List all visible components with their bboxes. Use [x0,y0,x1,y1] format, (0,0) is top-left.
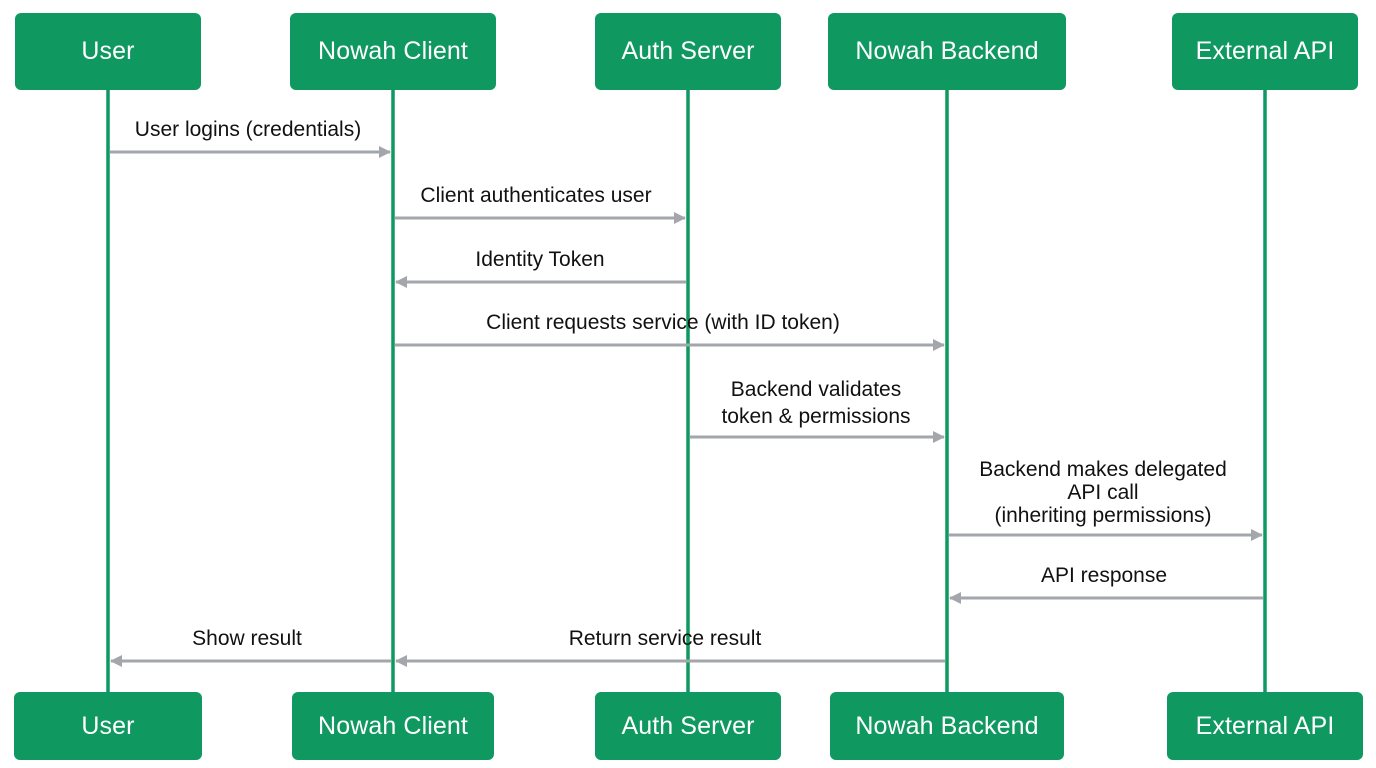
actor-client-top: Nowah Client [290,13,496,90]
message-label: Client requests service (with ID token) [486,311,840,334]
actor-label: Nowah Client [318,711,468,740]
actor-backend-bottom: Nowah Backend [830,692,1064,760]
actor-label: User [81,37,135,65]
actor-label: Auth Server [621,711,755,740]
message-label: Backend validates token & permissions [721,376,910,430]
actor-auth-top: Auth Server [595,13,781,90]
actor-label: External API [1195,37,1335,65]
actor-backend-top: Nowah Backend [828,13,1066,90]
message-label-line: Backend validates [730,378,902,401]
actor-label: User [81,711,135,740]
message-label: Identity Token [475,248,604,271]
actor-label: Nowah Backend [855,711,1039,740]
message-label: Show result [192,627,302,650]
actor-label: External API [1195,711,1335,740]
message-label: User logins (credentials) [135,118,361,141]
actor-api-top: External API [1172,13,1358,90]
actor-user-top: User [15,13,201,90]
message-label-line: Show result [192,627,302,650]
message-label: API response [1041,564,1167,587]
message-label-line: Client requests service (with ID token) [486,311,840,334]
message-label: Return service result [569,627,762,650]
message-label-line: token & permissions [721,405,911,428]
message-label-line: API call [1067,481,1139,504]
message-label-line: Backend makes delegated [979,458,1227,481]
message-label-line: (inheriting permissions) [994,504,1212,527]
actor-label: Nowah Backend [855,37,1039,65]
message-label-line: Return service result [568,627,762,650]
actor-api-bottom: External API [1167,692,1363,760]
actor-client-bottom: Nowah Client [292,692,494,760]
actor-label: Nowah Client [318,37,468,65]
message-label: Client authenticates user [420,184,651,207]
actor-user-bottom: User [14,692,202,760]
message-label-line: Client authenticates user [420,184,652,207]
message-label-line: User logins (credentials) [134,118,362,141]
message-label-line: API response [1040,564,1168,587]
actor-label: Auth Server [621,37,755,65]
message-label-line: Identity Token [475,248,605,271]
actor-auth-bottom: Auth Server [595,692,781,760]
